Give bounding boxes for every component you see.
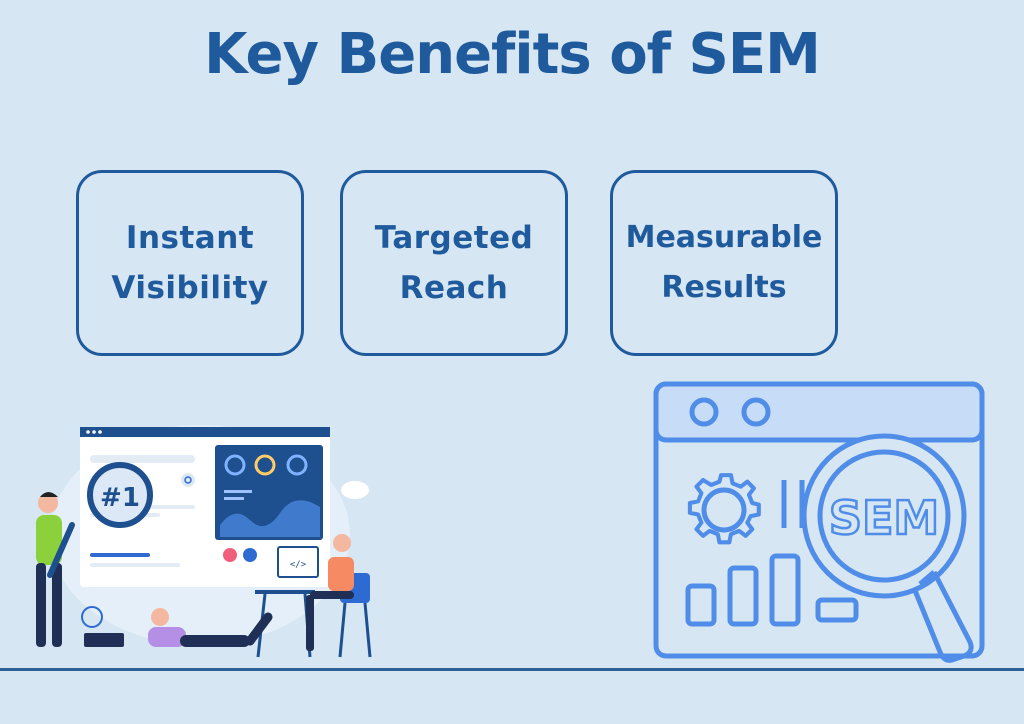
benefit-line-2: Reach <box>399 270 509 306</box>
benefit-line-1: Targeted <box>374 220 534 256</box>
seo-team-illustration: </> #1 <box>36 425 372 658</box>
gear-icon <box>687 473 761 545</box>
window-dot-icon <box>689 397 719 427</box>
ground-line <box>0 668 1024 671</box>
page-title: Key Benefits of SEM <box>204 22 821 87</box>
sem-label: SEM <box>829 491 939 545</box>
benefit-card-measurable-results: Measurable Results <box>610 170 838 356</box>
window-dot-icon <box>741 397 771 427</box>
chart-bar-icon <box>815 597 859 623</box>
rank-badge: #1 <box>100 483 140 513</box>
benefit-line-2: Results <box>661 270 787 305</box>
benefit-line-2: Visibility <box>111 270 269 306</box>
benefit-line-1: Measurable <box>625 220 823 255</box>
benefit-card-instant-visibility: Instant Visibility <box>76 170 304 356</box>
sem-browser-icon: SEM <box>653 381 985 663</box>
benefit-line-1: Instant <box>125 220 255 256</box>
benefit-card-targeted-reach: Targeted Reach <box>340 170 568 356</box>
magnifier-icon <box>801 433 974 663</box>
chart-bar-icon <box>685 583 717 627</box>
code-glyph: </> <box>290 560 307 570</box>
chart-bar-icon <box>727 565 759 627</box>
chart-bar-icon <box>769 553 801 627</box>
